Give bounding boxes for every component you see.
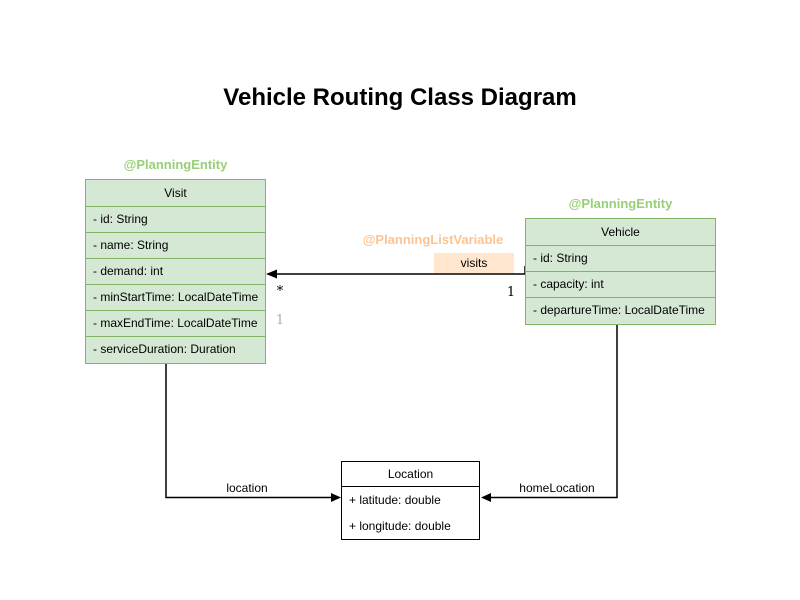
class-location-attribute: + longitude: double — [349, 519, 451, 533]
edge-home-location-label: homeLocation — [519, 481, 595, 495]
class-location-attribute: + latitude: double — [349, 493, 441, 507]
edge-location-label: location — [226, 481, 268, 495]
class-vehicle-attribute: - departureTime: LocalDateTime — [533, 303, 705, 317]
class-vehicle-name: Vehicle — [526, 219, 715, 246]
class-visit-attribute: - minStartTime: LocalDateTime — [86, 285, 265, 311]
class-visit: Visit - id: String - name: String - dema… — [85, 179, 266, 364]
edge-visits-arrowhead-icon — [266, 269, 277, 279]
class-location: Location + latitude: double + longitude:… — [341, 461, 480, 540]
class-visit-attribute: - maxEndTime: LocalDateTime — [86, 311, 265, 337]
visits-source-multiplicity: 1 — [506, 285, 516, 300]
edge-home-location — [481, 323, 618, 502]
class-location-name: Location — [342, 462, 479, 487]
class-visit-attribute: - name: String — [86, 233, 265, 259]
edge-location-line — [165, 362, 332, 499]
edge-home-location-line — [490, 323, 618, 499]
class-visit-attribute: - demand: int — [86, 259, 265, 285]
class-vehicle-attribute: - id: String — [526, 246, 715, 272]
class-visit-name: Visit — [86, 180, 265, 207]
class-visit-attribute: - serviceDuration: Duration — [93, 342, 236, 356]
vehicle-planning-entity-annotation: @PlanningEntity — [568, 196, 673, 211]
class-vehicle: Vehicle - id: String - capacity: int - d… — [525, 218, 716, 325]
class-visit-attribute: - id: String — [86, 207, 265, 233]
visit-planning-entity-annotation: @PlanningEntity — [123, 157, 228, 172]
edge-home-location-arrowhead-icon — [481, 493, 491, 502]
visits-target-multiplicity: * — [276, 284, 284, 299]
edge-location-arrowhead-icon — [331, 493, 341, 502]
class-vehicle-attribute: - capacity: int — [526, 272, 715, 298]
planning-list-variable-annotation: @PlanningListVariable — [362, 232, 504, 247]
visits-secondary-multiplicity: 1 — [275, 313, 285, 328]
edge-visits-label: visits — [434, 253, 514, 273]
diagram-title: Vehicle Routing Class Diagram — [223, 84, 577, 111]
